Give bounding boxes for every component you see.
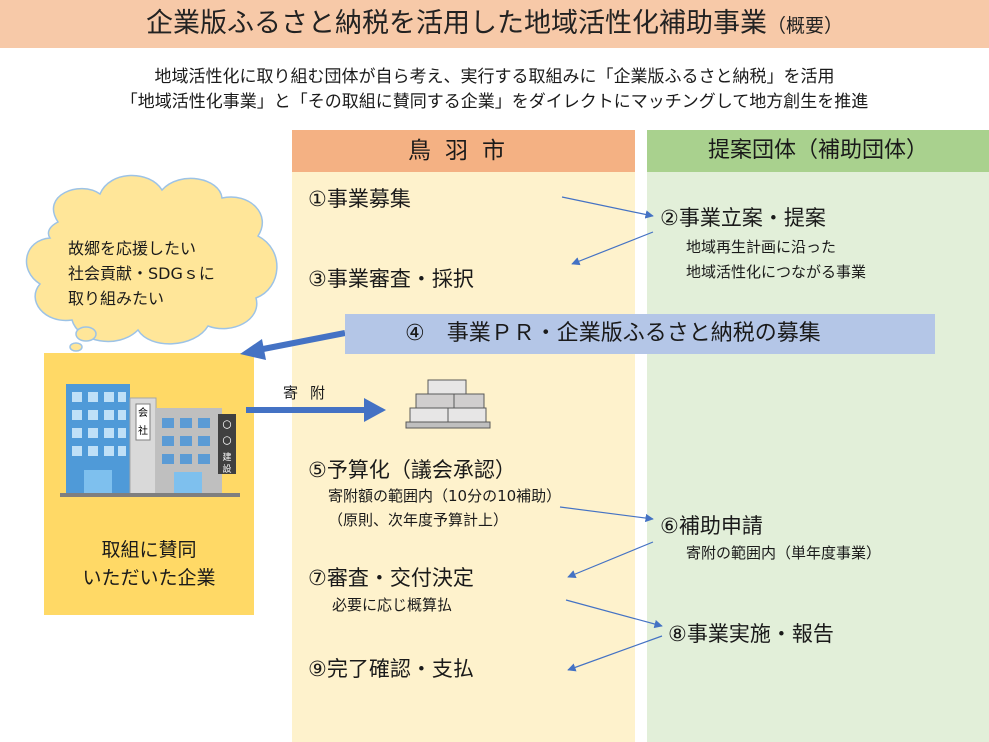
arrow-pr-head xyxy=(240,339,266,360)
arrow-pr-to-company xyxy=(257,330,346,353)
bold-arrows xyxy=(240,330,386,422)
step-7: ⑦審査・交付決定 xyxy=(308,566,474,590)
arrow-6-to-7 xyxy=(567,541,654,579)
arrow-donation-head xyxy=(364,398,386,422)
step-4-pr-bar: ④ 事業ＰＲ・企業版ふるさと納税の募集 xyxy=(345,314,935,354)
step-1: ①事業募集 xyxy=(308,187,411,211)
thought-line-2: 社会貢献・SDGｓに xyxy=(68,264,215,283)
step-7-note: 必要に応じ概算払 xyxy=(332,596,453,614)
step-2-note-2: 地域活性化につながる事業 xyxy=(686,263,867,281)
step-6-note: 寄附の範囲内（単年度事業） xyxy=(686,544,882,562)
step-8: ⑧事業実施・報告 xyxy=(668,622,834,646)
city-column-header: 鳥羽市 xyxy=(292,130,635,172)
step-6: ⑥補助申請 xyxy=(660,514,763,538)
step-5-note-1: 寄附額の範囲内（10分の10補助） xyxy=(328,487,562,505)
intro-line-2: 「地域活性化事業」と「その取組に賛同する企業」をダイレクトにマッチングして地方創… xyxy=(120,92,869,112)
arrow-2-to-3 xyxy=(571,231,654,266)
step-3: ③事業審査・採択 xyxy=(308,267,474,291)
money-stack-icon xyxy=(405,379,491,429)
proposer-column xyxy=(647,130,989,742)
company-label-line-1: 取組に賛同 xyxy=(101,539,197,561)
step-2-note-1: 地域再生計画に沿った xyxy=(686,238,837,256)
proposer-column-header: 提案団体（補助団体） xyxy=(647,130,989,172)
arrow-1-to-2 xyxy=(561,196,654,219)
step-5-note-2: （原則、次年度予算計上） xyxy=(328,511,509,529)
company-buildings-icon xyxy=(60,384,240,497)
step-4: ④ 事業ＰＲ・企業版ふるさと納税の募集 xyxy=(405,321,821,346)
arrow-7-to-8 xyxy=(565,599,663,629)
sign-company-top: 会 xyxy=(138,406,148,419)
step-5: ⑤予算化（議会承認） xyxy=(308,458,516,482)
arrow-5-to-6 xyxy=(559,506,654,523)
company-thought-text: 故郷を応援したい 社会貢献・SDGｓに 取り組みたい xyxy=(68,236,215,311)
company-label: 取組に賛同 いただいた企業 xyxy=(44,536,254,592)
sign-construction-4: 設 xyxy=(222,463,231,474)
thought-line-1: 故郷を応援したい xyxy=(68,239,197,258)
flow-arrows xyxy=(559,196,663,672)
page-title: 企業版ふるさと納税を活用した地域活性化補助事業（概要） xyxy=(145,8,843,39)
intro-line-1: 地域活性化に取り組む団体が自ら考え、実行する取組みに「企業版ふるさと納税」を活用 xyxy=(154,67,835,87)
thought-bubble xyxy=(25,174,278,352)
arrow-8-to-9 xyxy=(567,635,663,672)
company-label-line-2: いただいた企業 xyxy=(82,567,216,589)
sign-construction-1: 〇 xyxy=(222,420,231,430)
sign-construction-3: 建 xyxy=(222,451,231,462)
title-bar xyxy=(0,0,989,48)
city-column xyxy=(292,130,635,742)
step-9: ⑨完了確認・支払 xyxy=(308,657,474,681)
step-2: ②事業立案・提案 xyxy=(660,206,826,230)
thought-line-3: 取り組みたい xyxy=(68,289,165,308)
donation-label: 寄附 xyxy=(283,384,338,402)
sign-construction-2: 〇 xyxy=(222,436,231,446)
sign-company-bottom: 社 xyxy=(138,424,148,437)
page-title-suffix: （概要） xyxy=(766,15,843,37)
